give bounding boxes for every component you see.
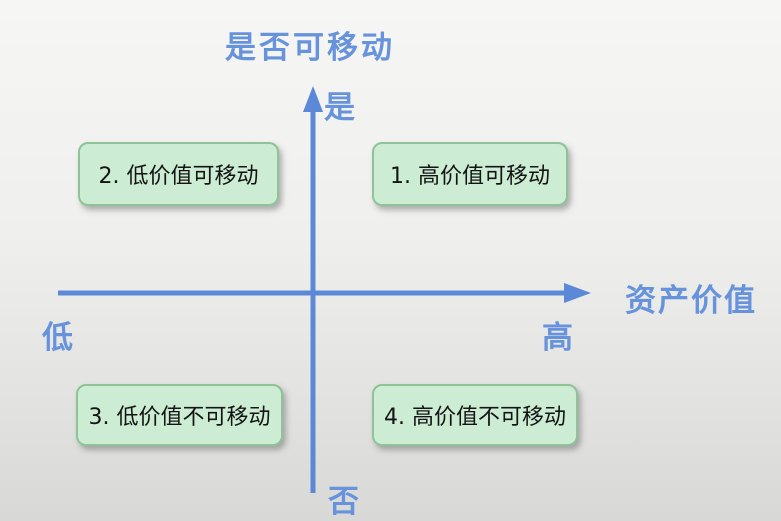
quadrant-label: 3. 低价值不可移动	[88, 405, 271, 430]
diagram-title: 是否可移动	[225, 30, 395, 66]
quadrant-label: 1. 高价值可移动	[390, 164, 550, 189]
quadrant-box-4: 4. 高价值不可移动	[372, 384, 578, 446]
y-axis-positive-label: 是	[324, 90, 355, 126]
x-axis-low-label: 低	[42, 320, 73, 356]
quadrant-box-1: 1. 高价值可移动	[372, 142, 568, 206]
quadrant-label: 2. 低价值可移动	[98, 164, 259, 189]
quadrant-box-2: 2. 低价值可移动	[78, 142, 279, 206]
x-axis-high-label: 高	[542, 320, 573, 356]
y-axis-arrowhead-icon	[303, 86, 323, 112]
x-axis-title: 资产价值	[625, 283, 757, 319]
x-axis-arrowhead-icon	[564, 283, 591, 303]
quadrant-box-3: 3. 低价值不可移动	[76, 384, 283, 446]
y-axis-negative-label: 否	[328, 484, 359, 520]
quadrant-label: 4. 高价值不可移动	[384, 405, 566, 430]
